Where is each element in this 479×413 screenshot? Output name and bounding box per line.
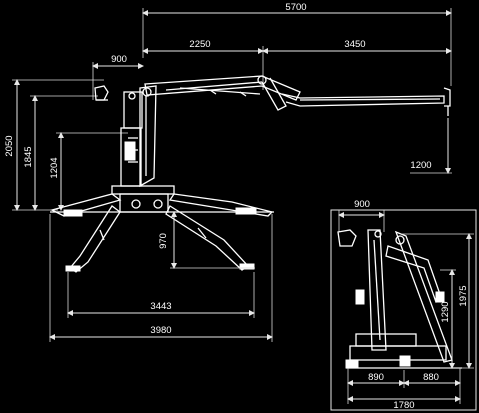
- label-base-height: 1204: [49, 157, 60, 178]
- label-total-height: 2050: [4, 135, 15, 156]
- label-stowed-height: 1845: [23, 146, 34, 167]
- dim-hook-drop: 1200: [410, 118, 452, 174]
- label-boom-section-1: 2250: [189, 39, 210, 50]
- dim-heights: 2050 1845 1204: [4, 79, 128, 211]
- label-inner-track-width: 3443: [150, 301, 171, 312]
- label-boom-section-2: 3450: [344, 39, 365, 50]
- dim-boom-sections: 2250 3450: [142, 39, 452, 90]
- turret-column: [120, 85, 157, 188]
- label-overall-width: 1780: [393, 400, 414, 411]
- label-ground-clearance: 970: [158, 233, 169, 249]
- dim-widths: 3443 3980: [49, 214, 273, 342]
- dim-end-heights: 1975 1290: [400, 233, 474, 369]
- label-machine-height: 1975: [458, 285, 469, 306]
- basket: [94, 85, 109, 101]
- chassis: [50, 185, 274, 217]
- boom: [144, 75, 451, 116]
- label-right-half-width: 880: [423, 372, 439, 383]
- lower-legs: [65, 205, 255, 273]
- dim-cage-width: 900: [338, 199, 385, 232]
- label-cage-offset: 900: [111, 54, 127, 65]
- dim-cage-offset: 900: [92, 54, 144, 100]
- label-arm-height: 1290: [440, 301, 451, 322]
- label-outrigger-span: 3980: [150, 325, 171, 336]
- end-basket: [337, 229, 357, 247]
- label-left-half-width: 890: [368, 372, 384, 383]
- dim-end-widths: 890 880 1780: [347, 368, 461, 411]
- end-view: 900 1975: [330, 199, 477, 411]
- end-arms: [345, 229, 462, 369]
- label-cage-width: 900: [354, 199, 370, 210]
- label-overall-reach: 5700: [285, 2, 306, 13]
- side-view: 5700 2250 3450 900 2050 1845 120: [4, 2, 452, 342]
- label-hook-drop: 1200: [410, 160, 431, 171]
- dim-ground-clearance: 970: [158, 211, 255, 269]
- end-view-frame: [330, 209, 477, 411]
